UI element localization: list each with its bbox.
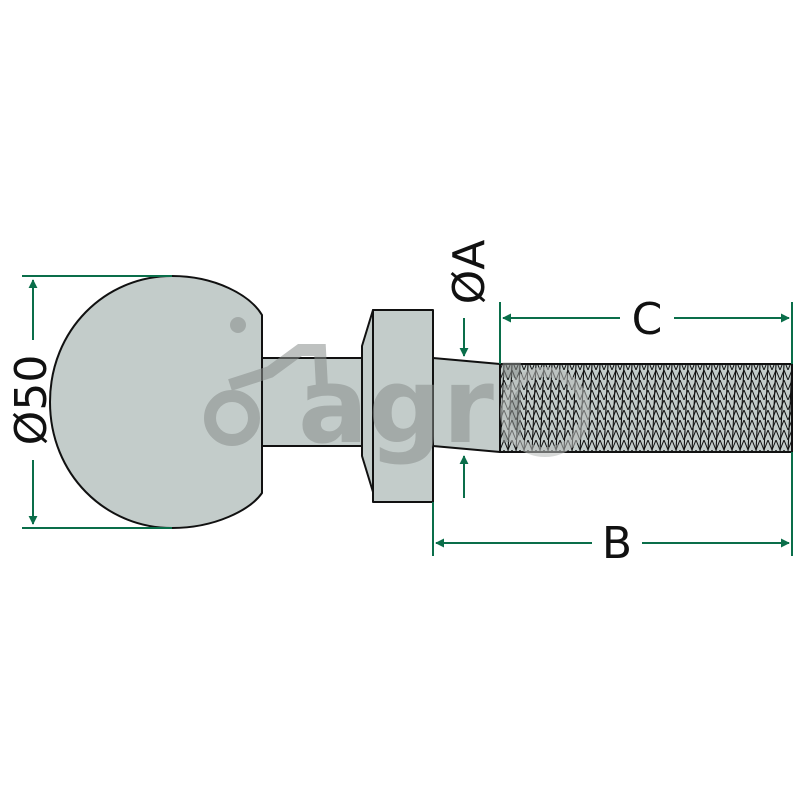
dimension-lines xyxy=(22,275,793,556)
ball-head xyxy=(49,275,263,529)
watermark: agri xyxy=(204,317,590,467)
label-length-c: C xyxy=(632,294,663,345)
thread-lines xyxy=(499,363,793,453)
label-diameter-a: ØA xyxy=(444,240,495,305)
leaf-icon xyxy=(230,317,246,333)
collar xyxy=(372,309,434,503)
label-diameter-50: Ø50 xyxy=(6,355,57,446)
tractor-icon xyxy=(204,344,328,446)
watermark-text: agri xyxy=(298,345,530,467)
gear-icon xyxy=(500,367,590,457)
label-length-b: B xyxy=(602,518,632,569)
